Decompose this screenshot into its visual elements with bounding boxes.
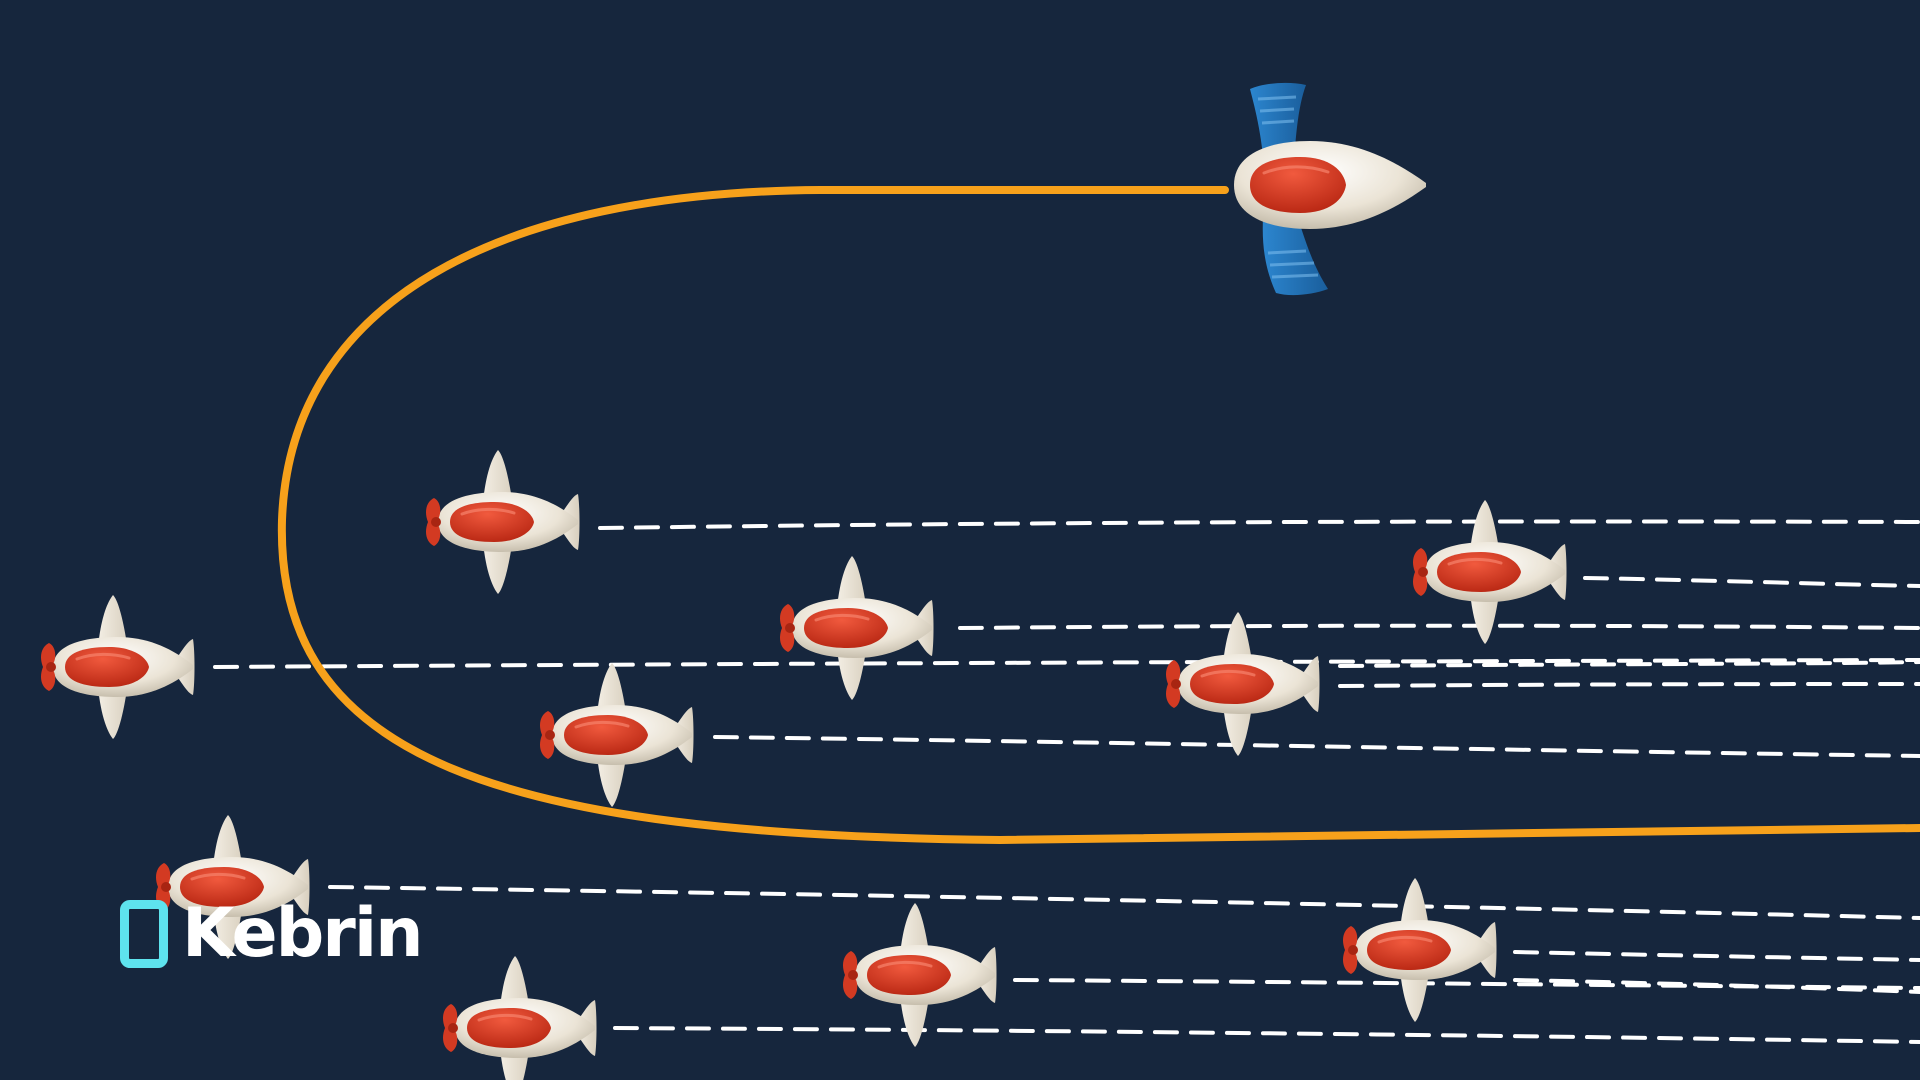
plane-formation (39, 448, 1568, 1080)
plane-icon (39, 593, 196, 741)
plane-icon (841, 901, 998, 1049)
plane-icon (1164, 610, 1321, 758)
brand-mark-icon (120, 900, 168, 968)
plane-icon (441, 954, 598, 1080)
plane-icon (538, 661, 695, 809)
plane-icon (1341, 876, 1498, 1024)
brand-name: Kebrin (182, 894, 424, 973)
plane-icon (778, 554, 935, 702)
leader-flight-path (277, 186, 1920, 845)
brand-logo: Kebrin (120, 894, 424, 973)
leader-plane-icon (1234, 82, 1426, 296)
trail-lines (213, 519, 1920, 1044)
plane-icon (424, 448, 581, 596)
